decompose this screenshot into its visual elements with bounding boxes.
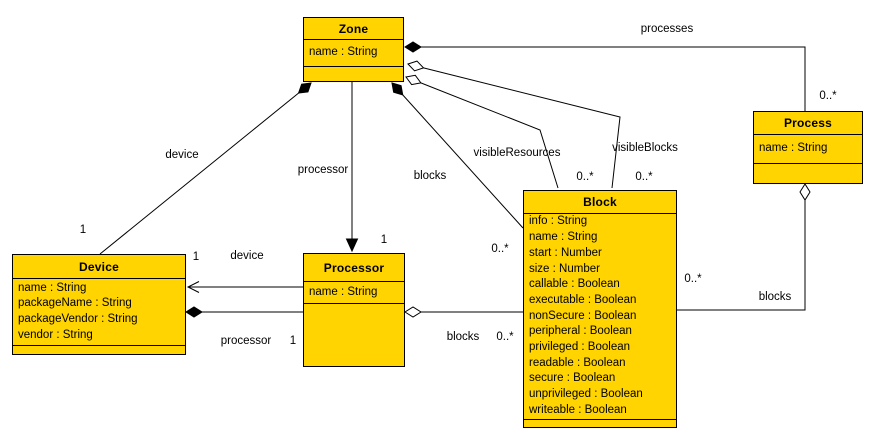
class-block: Block info : String name : String start : N…: [523, 190, 677, 428]
mult-processor-blocks-block-end: 0..*: [496, 331, 514, 343]
attribute: peripheral : Boolean: [529, 325, 632, 338]
attribute: secure : Boolean: [529, 372, 616, 385]
mult-device-processor-processor-end: 1: [289, 335, 297, 347]
class-empty-compartment: [13, 345, 185, 354]
edge-zone-block-visibleblocks: [407, 63, 621, 189]
mult-visibleblocks-block-end: 0..*: [635, 171, 653, 183]
filled-arrow-marker-zone-processor-processor: [345, 238, 359, 253]
attribute: name : String: [18, 281, 87, 294]
assoc-label-zone-processor: processor: [297, 164, 349, 176]
assoc-label-zone-blocks: blocks: [413, 170, 447, 182]
class-attributes: info : String name : String start : Number…: [524, 213, 676, 419]
class-title: Device: [79, 259, 119, 274]
mult-process-blocks-block-end: 0..*: [684, 273, 702, 285]
class-attributes: name : String: [304, 39, 403, 66]
attribute: size : Number: [529, 262, 600, 275]
assoc-label-zone-device: device: [165, 149, 199, 161]
attribute: start : Number: [529, 246, 602, 259]
attribute: vendor : String: [18, 328, 93, 341]
class-empty-compartment: [524, 419, 676, 427]
class-title: Zone: [338, 21, 369, 36]
filled-diamond-marker-zone-device-device: [297, 82, 312, 94]
open-diamond-marker-processor-block-blocks: [404, 306, 422, 318]
open-diamond-marker-zone-block-visibleresources: [405, 74, 422, 86]
open-diamond-marker-process-block-blocks: [799, 183, 811, 201]
attribute: executable : Boolean: [529, 293, 637, 306]
assoc-label-visibleblocks: visibleBlocks: [612, 142, 678, 154]
edge-zone-block-blocks: [391, 82, 524, 229]
attribute: readable : Boolean: [529, 356, 626, 369]
mult-zone-blocks-block-end: 0..*: [491, 243, 509, 255]
attribute: nonSecure : Boolean: [529, 309, 637, 322]
attribute: name : String: [529, 231, 598, 244]
open-diamond-marker-zone-block-visibleblocks: [407, 60, 425, 72]
class-zone: Zone name : String: [303, 17, 404, 82]
assoc-label-visibleresources: visibleResources: [473, 147, 561, 159]
mult-processor-device-device-end: 1: [192, 251, 200, 263]
class-attributes: name : String packageName : String package…: [13, 278, 185, 345]
class-device: Device name : String packageName : String p…: [12, 254, 186, 355]
attribute: name : String: [309, 285, 378, 298]
class-empty-compartment: [304, 66, 403, 81]
open-arrow-marker-processor-device-device: [186, 281, 200, 293]
assoc-label-process-blocks: blocks: [758, 291, 792, 303]
attribute: packageVendor : String: [18, 313, 138, 325]
mult-processes-process-end: 0..*: [819, 90, 837, 102]
attribute: info : String: [529, 215, 588, 228]
filled-diamond-marker-device-processor-processor: [185, 306, 203, 318]
attribute: unprivileged : Boolean: [529, 388, 643, 401]
filled-diamond-marker-zone-block-blocks: [391, 82, 404, 96]
edge-process-block-blocks: [677, 184, 806, 311]
assoc-label-processor-device: device: [230, 250, 264, 262]
class-empty-compartment: [754, 163, 862, 183]
attribute: name : String: [309, 46, 378, 59]
mult-zone-processor-processor-end: 1: [380, 234, 388, 246]
assoc-label-device-processor: processor: [220, 335, 272, 347]
edge-zone-block-visibleresources: [405, 76, 559, 189]
class-title: Block: [583, 195, 617, 209]
class-attributes: name : String: [754, 134, 862, 163]
mult-visibleresources-block-end: 0..*: [576, 171, 594, 183]
class-process: Process name : String: [753, 111, 863, 184]
attribute: name : String: [759, 142, 828, 155]
assoc-label-processes: processes: [640, 23, 694, 35]
edge-zone-process-processes: [405, 46, 806, 111]
class-empty-compartment: [304, 303, 404, 366]
edge-zone-device-device: [99, 82, 312, 255]
class-attributes: name : String: [304, 281, 404, 303]
attribute: packageName : String: [18, 297, 132, 310]
class-title: Process: [783, 116, 833, 130]
attribute: writeable : Boolean: [529, 403, 627, 416]
mult-zone-device-device-end: 1: [79, 224, 87, 236]
filled-diamond-marker-zone-process-processes: [404, 41, 422, 53]
class-processor: Processor name : String: [303, 253, 405, 367]
attribute: privileged : Boolean: [529, 341, 631, 354]
attribute: callable : Boolean: [529, 278, 620, 291]
class-title: Processor: [323, 260, 385, 275]
assoc-label-processor-blocks: blocks: [446, 331, 480, 343]
